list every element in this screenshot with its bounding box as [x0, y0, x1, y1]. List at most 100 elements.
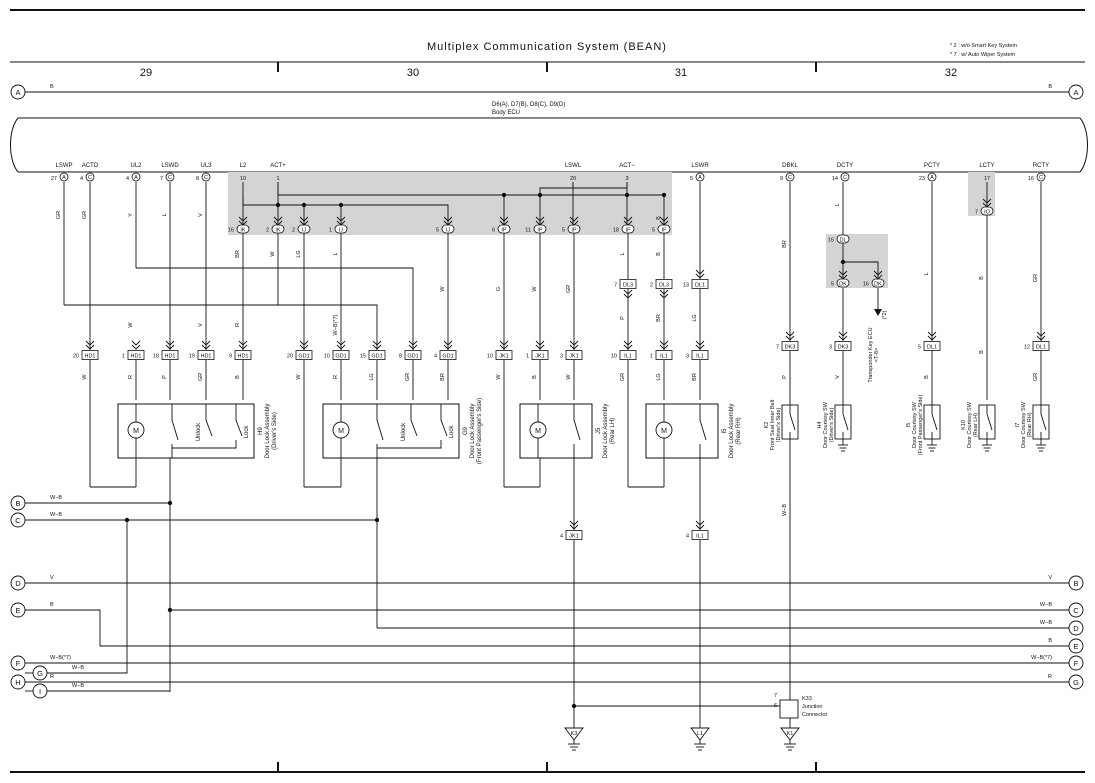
wire-color-label: V: [1048, 575, 1052, 581]
wire-color-label: W: [82, 374, 88, 380]
motor-label: M: [338, 428, 344, 435]
ecu-pin-name: LSWR: [691, 163, 709, 169]
wire-color-label: R: [333, 375, 339, 379]
connector-name: DL1: [695, 282, 705, 288]
switch-contact: [171, 404, 179, 441]
unlock-label: Unlock: [196, 422, 202, 441]
component-side: (Rear RH): [736, 417, 742, 444]
component-name: Door Lock Assembly: [729, 404, 735, 459]
junction-pin: [836, 234, 850, 244]
connector-box: [619, 350, 637, 360]
k33-name: Junction: [802, 704, 823, 710]
connector-box: [127, 350, 145, 360]
switch-contact: [986, 405, 993, 431]
motor-label: M: [133, 428, 139, 435]
page-ref-marker: [1068, 674, 1084, 690]
k33-pin: 6: [774, 703, 777, 709]
pin-marker: [59, 172, 69, 182]
ecu-pin-number: 23: [919, 176, 925, 182]
connector-chevron: [131, 340, 141, 346]
page-ref-marker: [1068, 602, 1084, 618]
ecu-pin-number: 9: [780, 176, 783, 182]
splice-dot: [840, 259, 846, 265]
wire-color-label: B: [924, 375, 930, 379]
connector-chevron: [569, 340, 579, 346]
connector-chevron: [299, 340, 309, 346]
wire: [64, 304, 378, 350]
wire-color-label: B: [979, 276, 985, 280]
wire-color-label: LG: [296, 250, 302, 257]
component-id: I5: [722, 428, 728, 434]
diagram-title: Multiplex Communication System (BEAN): [427, 41, 667, 53]
connector-chevron: [85, 344, 95, 350]
ground-label: K1: [787, 731, 794, 737]
wire-color-label: L: [620, 252, 626, 255]
ecu-pin-name: UL2: [130, 163, 142, 169]
wire-color-label: W−B: [50, 512, 62, 518]
connector-box: [81, 350, 99, 360]
ecu-pin-name: LSWD: [161, 163, 179, 169]
connector-box: [531, 350, 549, 360]
connector-box: [655, 350, 673, 360]
connector-name: JK1: [535, 353, 544, 359]
connector-chevron: [299, 220, 309, 226]
wire: [25, 609, 1069, 647]
connector-chevron: [927, 335, 937, 341]
junction-pin-label: IJ: [446, 227, 451, 233]
splice-dot: [167, 607, 173, 613]
connector-chevron: [131, 344, 141, 350]
junction-pin-number: 5: [831, 281, 834, 287]
connector-chevron: [165, 340, 175, 346]
connector-chevron: [1036, 335, 1046, 341]
component-id: J5: [596, 427, 602, 434]
page-ref-marker: [1068, 620, 1084, 636]
page-ref-letter: C: [15, 516, 21, 525]
wire-color-label: W−B: [50, 495, 62, 501]
connector-box: [923, 341, 941, 351]
switch-contact: [789, 405, 796, 431]
ecu-pin-number: 7: [160, 176, 163, 182]
page-ref-marker: [10, 655, 26, 671]
connector-chevron: [336, 216, 346, 222]
pin-marker: [165, 172, 175, 182]
connector-chevron: [838, 335, 848, 341]
k33-pin: 7: [774, 693, 777, 699]
wire-color-label: GR: [1033, 274, 1039, 282]
wire: [843, 261, 879, 278]
connector-pin-number: 2: [650, 282, 653, 288]
wire-color-label: B: [1048, 638, 1052, 644]
connector-chevron: [623, 216, 633, 222]
wire-color-label: B: [1048, 84, 1052, 90]
connector-name: IL1: [624, 353, 632, 359]
connector-chevron: [695, 273, 705, 279]
connector-pin-number: 20: [287, 353, 293, 359]
ecu-pin-name: L2: [240, 163, 247, 169]
connector-chevron: [499, 344, 509, 350]
ecu-pin-name: ACT−: [619, 163, 635, 169]
connector-chevron: [659, 340, 669, 346]
wire-color-label: B: [656, 216, 662, 220]
pin-connector-letter: C: [88, 175, 92, 181]
component-id: I7: [1015, 423, 1021, 428]
connector-box: [439, 350, 457, 360]
wire-color-label: GR: [405, 373, 411, 381]
connector-chevron: [569, 524, 579, 530]
column-number: 31: [675, 67, 687, 79]
junction-pin-label: IP: [501, 227, 507, 233]
connector-box: [495, 350, 513, 360]
wire-color-label: P: [162, 375, 168, 379]
connector-name: DK3: [785, 344, 796, 350]
wire: [277, 182, 665, 225]
component-name: Front Seat Inner Belt: [770, 399, 776, 450]
unlock-label: Unlock: [401, 422, 407, 441]
connector-pin-number: 1: [526, 353, 529, 359]
component-name: Door Courtesy SW: [823, 401, 829, 448]
connector-chevron: [372, 340, 382, 346]
ecu-pin-name: PCTY: [924, 163, 940, 169]
pin-marker: [85, 172, 95, 182]
connector-chevron: [569, 220, 579, 226]
junction-pin-number: 1: [329, 227, 332, 233]
junction-pin-number: 5: [652, 227, 655, 233]
ecu-pin-name: ACT+: [270, 163, 286, 169]
connector-pin-number: 10: [487, 353, 493, 359]
